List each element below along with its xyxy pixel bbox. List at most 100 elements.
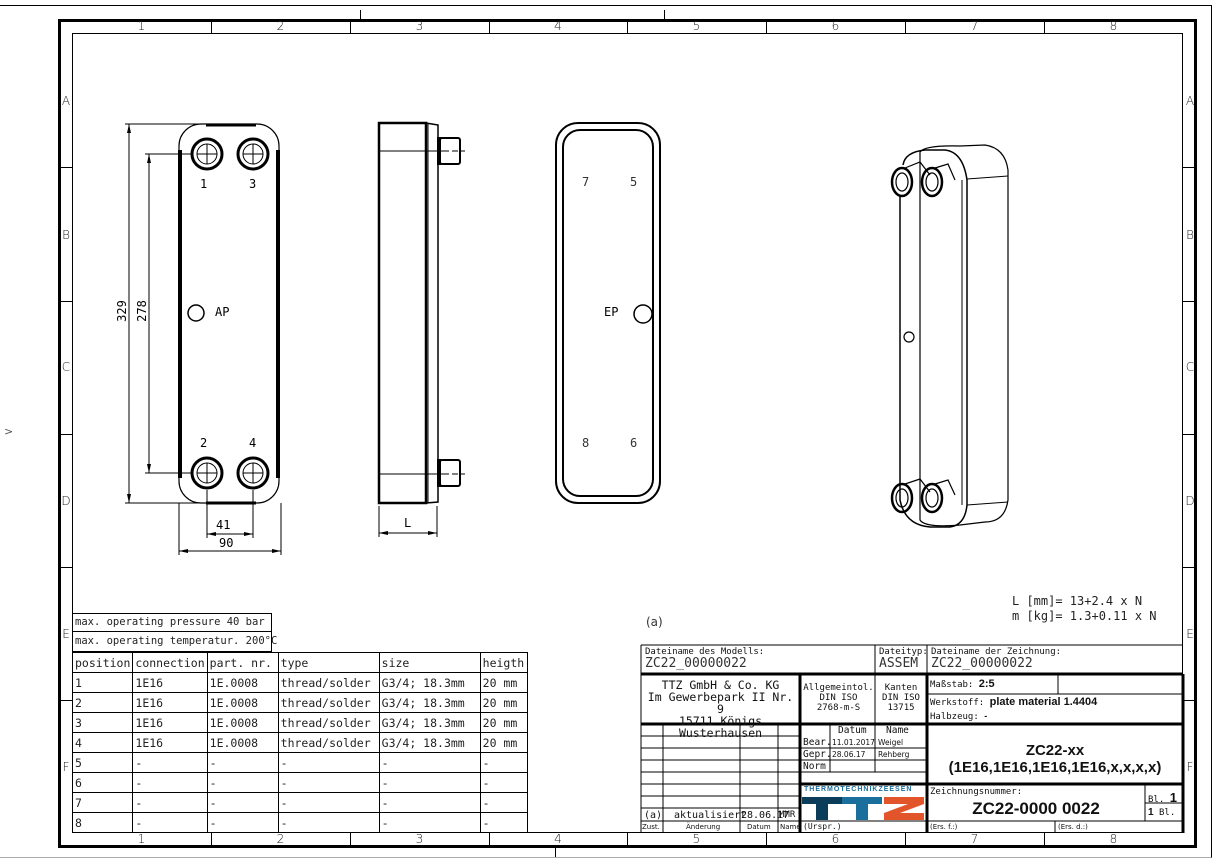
cell: - [378,752,481,773]
cell: G3/4; 18.3mm [378,732,481,753]
cell: - [132,752,208,773]
rev-header-name: Name [780,823,801,831]
port-label: 5 [630,175,638,189]
port-label: 2 [200,436,208,450]
grid-col-label: 8 [1109,19,1118,33]
material-value: plate material 1.4404 [989,696,1098,708]
grid-divider [350,22,351,33]
cell: 1 [71,672,134,693]
approval-date: 11.01.2017 [832,738,875,747]
replaces-for: (Ers. f.:) [930,823,958,831]
port-label: 7 [582,175,590,189]
edges-value: 13715 [887,703,915,713]
port-label: 8 [582,436,590,450]
cell: 7 [71,792,134,813]
scale-value: 2:5 [978,678,995,690]
grid-row-label: C [1185,360,1195,374]
edges-label: Kanten [884,683,918,693]
drawing-sheet [0,5,1212,858]
logo-graphic [802,797,924,820]
cell: 1E16 [132,692,208,713]
cell: - [132,812,208,833]
grid-divider [1183,567,1194,568]
cell: - [277,772,380,793]
center-tick [555,848,556,857]
cell: 1E.0008 [206,712,279,733]
material-row: Werkstoff: plate material 1.4404 [930,696,1097,708]
rev-header-date: Datum [747,823,771,831]
cell: 1E16 [132,712,208,733]
cell: - [206,792,279,813]
dim-port-spacing-horizontal: 41 [216,518,231,532]
front-view [125,123,282,555]
grid-col-label: 5 [692,19,701,33]
cell: 1E.0008 [206,692,279,713]
edges-standard: Kanten DIN ISO 13715 [875,683,927,713]
cell: - [132,792,208,813]
cell: G3/4; 18.3mm [378,692,481,713]
grid-divider [61,301,72,302]
cell: 20 mm [479,672,528,693]
center-tick [360,10,361,19]
approval-header-name: Name [886,725,909,736]
drawing-file-label: Dateiname der Zeichnung: [931,647,1062,657]
cell: - [378,792,481,813]
replaced-by: (Ers. d.:) [1058,823,1088,831]
grid-col-label: 6 [831,19,840,33]
approval-header-date: Datum [838,725,867,736]
grid-col-label: 3 [415,832,424,846]
cell: 20 mm [479,692,528,713]
cell: - [206,812,279,833]
grid-row-label: A [61,94,71,108]
grid-divider [766,833,767,845]
back-view [555,122,661,504]
isometric-view [890,144,1009,528]
cell: - [277,792,380,813]
header-connection: connection [132,652,208,673]
cell: - [277,812,380,833]
cell: - [277,752,380,773]
grid-divider [1044,22,1045,33]
revision-mark: (a) [644,810,663,821]
grid-col-label: 4 [554,19,562,33]
drawing-number: ZC22-0000 0022 [972,799,1100,818]
header-position: position [71,652,134,673]
cell: G3/4; 18.3mm [378,712,481,733]
grid-row-label: C [61,360,71,374]
rev-header-change: Änderung [686,823,721,831]
revision-marker: (a) [646,615,663,629]
drawing-frame-inner [72,33,1183,833]
cell: thread/solder [277,732,380,753]
grid-divider [61,434,72,435]
grid-row-label: B [1186,228,1194,242]
table-header-row: position connection part. nr. type size … [71,652,528,673]
header-size: size [378,652,481,673]
max-temperature: max. operating temperatur. 200°C [72,632,277,652]
max-pressure: max. operating pressure 40 bar [72,613,272,632]
cell: thread/solder [277,692,380,713]
port-label: 1 [200,177,208,191]
revision-date: 28.06.17 [741,810,790,821]
grid-divider [627,833,628,845]
logo-text: THERMOTECHNIKZEESEN [804,786,913,793]
grid-divider [61,167,72,168]
grid-row-label: F [62,760,70,774]
cell: 3 [71,712,134,733]
grid-col-label: 2 [276,832,285,846]
grid-col-label: 1 [137,19,146,33]
grid-row-label: B [62,228,70,242]
company-city: 15711 Königs Wusterhausen [678,714,763,740]
drain-label: EP [604,305,619,319]
cell: 1E16 [132,732,208,753]
cell: thread/solder [277,672,380,693]
company-address: TTZ GmbH & Co. KG Im Gewerbepark II Nr. … [641,679,800,739]
cell: 1E.0008 [206,732,279,753]
grid-divider [489,833,490,845]
cell: - [479,772,528,793]
sheets-total-row: 1 Bl. [1148,807,1175,818]
origin-label: (Urspr.) [803,822,842,831]
grid-row-label: E [62,627,70,641]
cell: G3/4; 18.3mm [378,672,481,693]
